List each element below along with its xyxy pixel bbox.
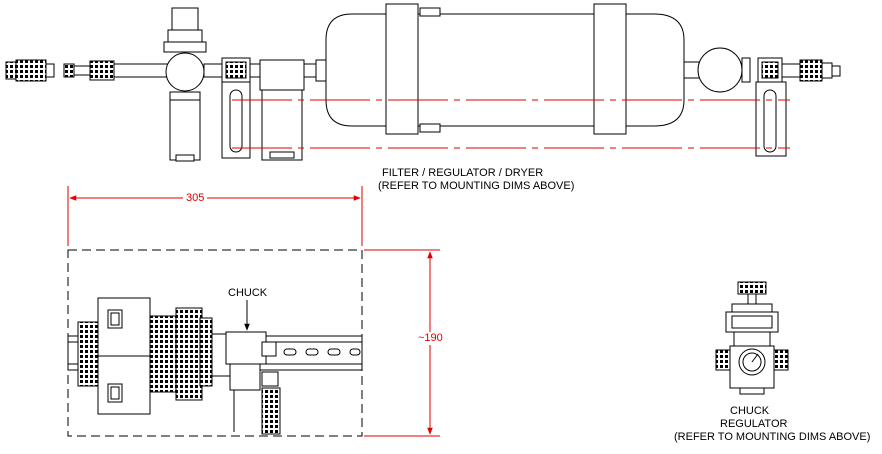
regulator-body — [163, 7, 207, 162]
plug-fitting — [63, 60, 115, 81]
chuck-regulator-note: (REFER TO MOUNTING DIMS ABOVE) — [674, 431, 871, 443]
mid-pipe-1 — [203, 63, 223, 78]
left-quick-connector — [5, 59, 55, 82]
chuck-valve — [211, 331, 281, 435]
dimension-width-label: 305 — [183, 192, 208, 205]
frd-assembly — [5, 3, 841, 162]
chuck-callout-label: CHUCK — [228, 287, 268, 299]
frd-note: (REFER TO MOUNTING DIMS ABOVE) — [378, 180, 575, 192]
filter-bowl-2 — [259, 59, 305, 161]
filter-manifold — [221, 57, 261, 159]
right-quick-connector — [781, 59, 841, 82]
chuck-regulator-label-2: REGULATOR — [720, 418, 788, 430]
mid-pipe-2 — [303, 63, 317, 78]
dimension-height-label: ~190 — [415, 332, 446, 345]
power-module — [97, 297, 151, 415]
chuck-regulator-drawing — [715, 281, 789, 395]
chuck-regulator-label-1: CHUCK — [730, 405, 770, 417]
right-gauge — [697, 47, 743, 93]
inlet-pipe — [113, 63, 169, 78]
frd-centerlines — [232, 99, 790, 149]
dryer-tank — [325, 3, 685, 135]
right-manifold — [741, 57, 787, 157]
frd-title: FILTER / REGULATOR / DRYER — [382, 167, 544, 179]
dimension-width — [67, 186, 363, 246]
